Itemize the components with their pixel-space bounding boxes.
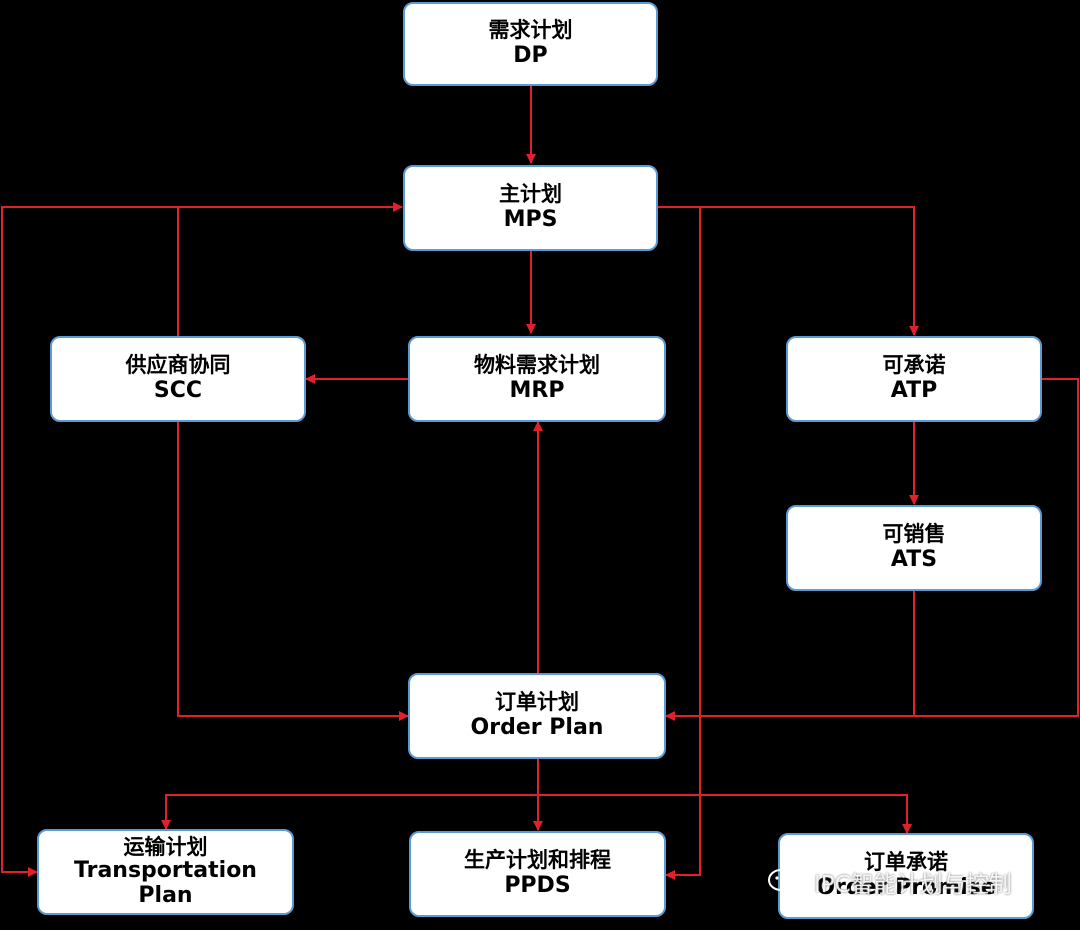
arrow-ats-to-order-plan [665,591,915,721]
node-transportation-zh: 运输计划 [123,834,208,859]
node-order-promise-en: Order Promise [816,875,996,901]
node-transportation-en2: Plan [138,882,193,908]
node-atp-en: ATP [890,378,938,404]
node-ats: 可销售 ATS [786,505,1042,591]
node-mrp-en: MRP [509,378,565,404]
wechat-icon [768,869,805,895]
node-mps-zh: 主计划 [499,182,562,207]
arrow-mps-to-atp [658,206,919,336]
node-transportation: 运输计划 Transportation Plan [37,829,294,915]
node-ppds-en: PPDS [504,873,571,899]
node-dp-zh: 需求计划 [488,18,573,43]
arrow-mps-to-ppds [665,207,701,880]
arrow-scc-to-mps [177,202,403,336]
node-atp: 可承诺 ATP [786,336,1042,422]
node-ats-zh: 可销售 [882,522,946,547]
node-atp-zh: 可承诺 [882,353,946,378]
node-ppds: 生产计划和排程 PPDS [409,831,666,917]
arrow-scc-to-order-plan [177,422,409,721]
watermark: IPC智能计划与控制 [766,864,1012,900]
node-dp: 需求计划 DP [403,2,658,86]
node-order-promise: 订单承诺 Order Promise [778,833,1034,919]
arrow-atp-to-order-plan [914,378,1079,717]
node-scc-zh: 供应商协同 [125,353,231,378]
node-dp-en: DP [513,43,548,69]
node-mrp: 物料需求计划 MRP [408,336,666,422]
node-mrp-zh: 物料需求计划 [474,353,600,378]
node-mps-en: MPS [503,207,558,233]
node-order-plan: 订单计划 Order Plan [408,673,666,759]
node-order-plan-en: Order Plan [470,715,604,741]
node-order-promise-zh: 订单承诺 [864,850,948,875]
arrow-mps-to-transportation [1,206,402,877]
arrow-order-plan-to-order-promise [538,794,912,834]
arrow-order-plan-to-transportation [161,794,538,830]
node-order-plan-zh: 订单计划 [495,690,579,715]
node-scc-en: SCC [153,378,203,404]
node-scc: 供应商协同 SCC [50,336,306,422]
node-transportation-en: Transportation [74,858,257,884]
node-mps: 主计划 MPS [403,165,658,251]
watermark-text: IPC智能计划与控制 [814,872,1012,898]
node-ppds-zh: 生产计划和排程 [464,848,611,873]
node-ats-en: ATS [890,547,938,573]
